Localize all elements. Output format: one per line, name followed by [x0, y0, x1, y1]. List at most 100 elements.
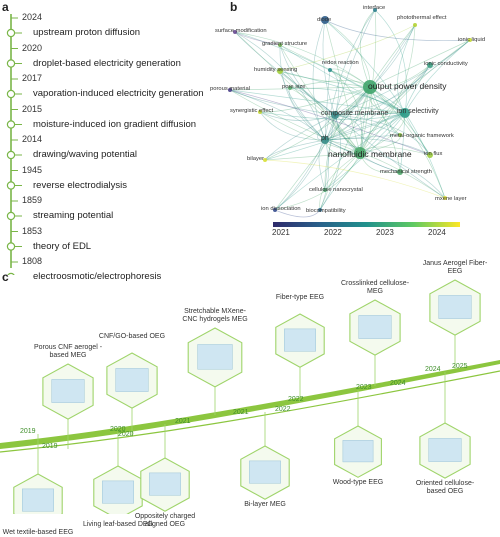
- timeline-node: [7, 201, 22, 220]
- roadmap-year: 2019: [42, 443, 58, 450]
- timeline-node: [7, 49, 22, 68]
- network-keyword-label: gradient structure: [262, 41, 307, 47]
- network-edges: [205, 0, 500, 250]
- device-label: Wet textile-based EEG: [0, 529, 76, 537]
- year-colorbar: [273, 222, 460, 227]
- network-keyword-label: ph: [321, 135, 329, 142]
- timeline-event-label: reverse electrodialysis: [33, 180, 127, 191]
- network-keyword-label: ion flux: [424, 151, 442, 157]
- network-keyword-label: diode: [317, 17, 331, 23]
- network-keyword-label: pore size: [282, 84, 306, 90]
- device-illustration: [52, 379, 84, 402]
- roadmap-year: 2024: [390, 380, 406, 387]
- colorbar-tick: 2023: [376, 228, 394, 237]
- timeline-year: 2015: [22, 104, 42, 114]
- colorbar-tick: 2021: [272, 228, 290, 237]
- device-label: Janus Aerogel Fiber-EEG: [417, 260, 493, 276]
- network-keyword-label: redox reaction: [322, 60, 359, 66]
- device-label: Oriented cellulose-based OEG: [407, 480, 483, 496]
- timeline-event-label: theory of EDL: [33, 241, 91, 252]
- colorbar-tick: 2024: [428, 228, 446, 237]
- timeline-node: [7, 110, 22, 129]
- roadmap-year: 2021: [175, 418, 191, 425]
- network-keyword-label: mechanical strength: [380, 169, 432, 175]
- device-label: Bi-layer MEG: [227, 501, 303, 509]
- device-illustration: [249, 461, 280, 483]
- roadmap-year: 2020: [118, 431, 134, 438]
- network-keyword-label: ion selectivity: [397, 108, 439, 115]
- timeline-event-label: droplet-based electricity generation: [33, 58, 181, 69]
- network-edge: [370, 25, 415, 87]
- roadmap-year: 2023: [356, 384, 372, 391]
- timeline-year: 2017: [22, 73, 42, 83]
- network-keyword-label: humidity sensing: [254, 67, 297, 73]
- device-label: Crosslinked cellulose-MEG: [337, 280, 413, 296]
- network-keyword-label: interface: [363, 5, 385, 11]
- timeline-node: [7, 18, 22, 37]
- device-label: Oppositely charged aligned OEG: [127, 513, 203, 529]
- roadmap-year: 2022: [288, 396, 304, 403]
- roadmap-year: 2025: [452, 363, 468, 370]
- colorbar-tick: 2022: [324, 228, 342, 237]
- timeline-node: [7, 232, 22, 251]
- network-keyword-label: biocompatibility: [306, 208, 346, 214]
- device-roadmap: Wet textile-based EEG2019Porous CNF aero…: [0, 268, 500, 514]
- network-edge: [289, 88, 325, 140]
- network-edge: [325, 20, 470, 41]
- network-keyword-label: synergistic effect: [230, 108, 273, 114]
- timeline-node: [7, 79, 22, 98]
- device-illustration: [149, 473, 180, 495]
- device-illustration: [198, 344, 233, 369]
- network-keyword-label: surface modification: [215, 28, 267, 34]
- network-keyword-label: porous material: [210, 86, 250, 92]
- device-illustration: [22, 489, 53, 511]
- timeline-event-label: drawing/waving potential: [33, 149, 137, 160]
- network-keyword-label: ionic conductivity: [424, 61, 468, 67]
- timeline-year: 1808: [22, 256, 42, 266]
- network-keyword-label: photothermal effect: [397, 15, 447, 21]
- keyword-cooccurrence-network: output power density ion selectivity compo…: [205, 0, 500, 250]
- device-illustration: [102, 481, 133, 503]
- network-keyword-label: ionic liquid: [458, 37, 485, 43]
- roadmap-year: 2019: [20, 428, 36, 435]
- network-keyword-label: bilayer: [247, 156, 264, 162]
- network-node: [413, 23, 417, 27]
- device-label: Stretchable MXene-CNC hydrogels MEG: [177, 308, 253, 324]
- device-illustration: [116, 368, 148, 391]
- network-edge: [360, 10, 375, 87]
- network-edge: [360, 153, 445, 198]
- device-illustration: [284, 329, 315, 351]
- network-keyword-label: output power density: [368, 81, 446, 91]
- timeline-year: 2020: [22, 43, 42, 53]
- timeline-event-label: moisture-induced ion gradient diffusion: [33, 119, 196, 130]
- timeline-year: 1853: [22, 226, 42, 236]
- timeline-node: [7, 140, 22, 159]
- roadmap-year: 2021: [233, 409, 249, 416]
- network-keyword-label: cellulose nanocrystal: [309, 187, 363, 193]
- device-illustration: [439, 295, 471, 318]
- device-illustration: [343, 440, 373, 462]
- device-label: Fiber-type EEG: [262, 294, 338, 302]
- timeline-event-label: upstream proton diffusion: [33, 27, 140, 38]
- roadmap-year: 2022: [275, 406, 291, 413]
- timeline-event-label: streaming potential: [33, 210, 113, 221]
- network-edge: [400, 113, 405, 172]
- timeline-year: 2024: [22, 12, 42, 22]
- roadmap-ribbon: [0, 268, 500, 514]
- network-edge: [405, 40, 470, 113]
- network-keyword-label: metal-organic framework: [390, 133, 454, 139]
- network-keyword-label: mxene layer: [435, 196, 467, 202]
- history-timeline: 2024 upstream proton diffusion 2020 droplet…: [0, 0, 240, 275]
- roadmap-year: 2024: [425, 366, 441, 373]
- device-illustration: [359, 315, 391, 338]
- device-label: CNF/GO-based OEG: [94, 333, 170, 341]
- network-keyword-label: nanofluidic membrane: [328, 149, 412, 159]
- network-keyword-label: ion dissociation: [261, 206, 301, 212]
- timeline-event-label: vaporation-induced electricity generatio…: [33, 88, 204, 99]
- network-edge: [319, 140, 325, 190]
- network-node: [328, 68, 332, 72]
- timeline-year: 1859: [22, 195, 42, 205]
- timeline-year: 1945: [22, 165, 42, 175]
- network-keyword-label: composite membrane: [321, 110, 388, 117]
- device-illustration: [429, 438, 461, 461]
